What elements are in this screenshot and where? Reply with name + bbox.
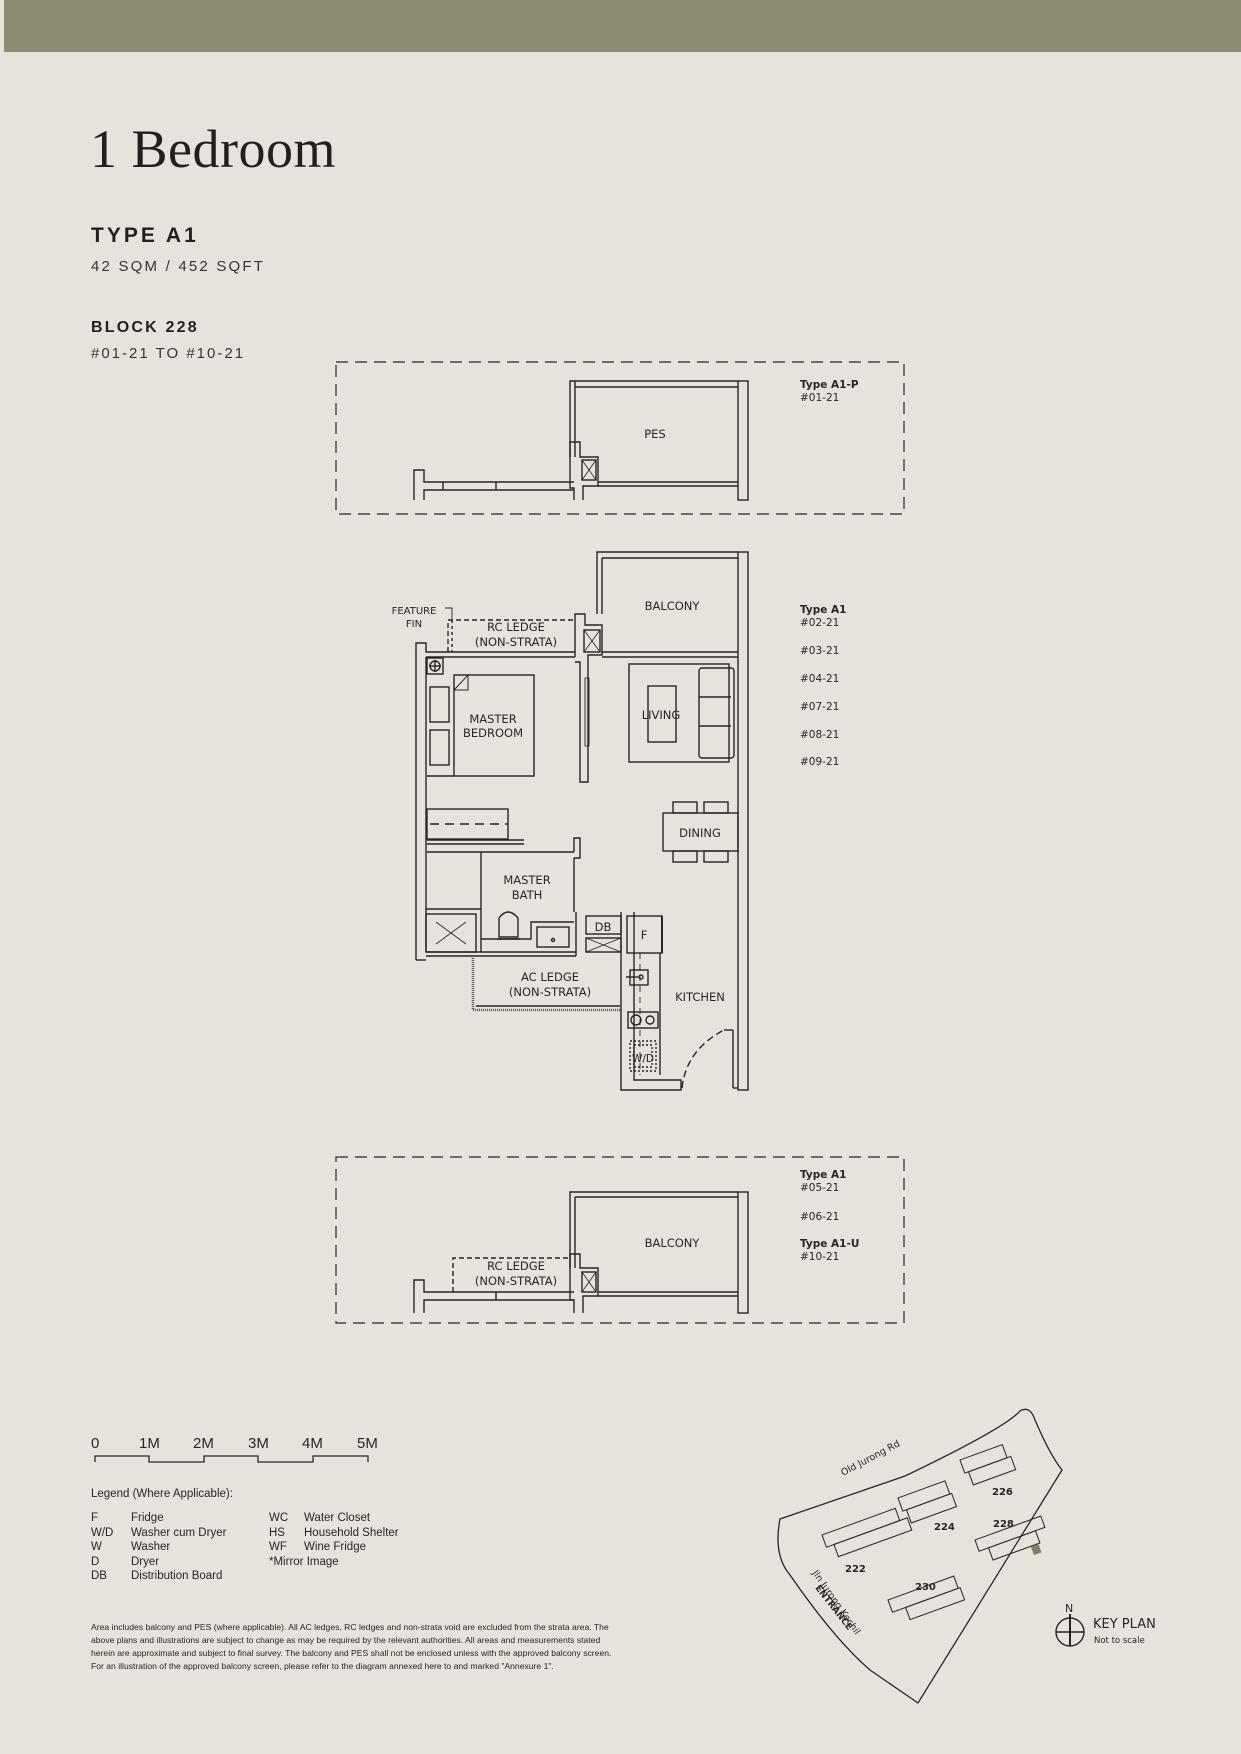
disclaimer-text: Area includes balcony and PES (where app…	[91, 1622, 612, 1671]
db-label: DB	[595, 920, 612, 934]
room-label-master-bedroom-1: MASTER	[469, 712, 516, 726]
block-label-226: 226	[992, 1487, 1013, 1498]
unit-area: 42 SQM / 452 SQFT	[91, 258, 266, 275]
unit-type-title: TYPE A1	[91, 224, 199, 247]
ac-ledge-label-1: AC LEDGE	[521, 970, 579, 984]
variant-a1u-unit: #10-21	[800, 1251, 840, 1263]
block-label-222: 222	[845, 1564, 866, 1575]
block-label-230: 230	[915, 1582, 936, 1593]
ac-ledge-label-2: (NON-STRATA)	[509, 985, 591, 999]
page-edge	[0, 0, 4, 1754]
bottom-room-label-balcony: BALCONY	[645, 1236, 701, 1250]
block-title: BLOCK 228	[91, 319, 199, 336]
room-label-living: LIVING	[642, 708, 681, 722]
variant-a1-label: Type A1 #02-21	[800, 604, 847, 630]
fridge-label: F	[641, 928, 648, 942]
room-label-master-bath-1: MASTER	[503, 873, 550, 887]
variant-bottom-a1-type: Type A1	[800, 1169, 847, 1181]
legend-note: *Mirror Image	[269, 1555, 339, 1568]
block-label-228: 228	[993, 1519, 1014, 1530]
key-plan-subtitle: Not to scale	[1094, 1636, 1145, 1646]
variant-a1-type: Type A1	[800, 604, 847, 616]
header-bar	[4, 0, 1241, 52]
variant-a1-unit: #04-21	[800, 673, 840, 685]
room-label-master-bath-2: BATH	[512, 888, 543, 902]
variant-a1-unit: #08-21	[800, 729, 840, 741]
variant-a1u-type: Type A1-U	[800, 1238, 860, 1250]
variant-a1-unit: #02-21	[800, 617, 840, 629]
room-label-dining: DINING	[679, 826, 721, 840]
scale-label: 3M	[248, 1435, 269, 1452]
variant-a1p-unit: #01-21	[800, 392, 840, 404]
road-label-old-jurong: Old Jurong Rd	[839, 1438, 902, 1478]
rc-ledge-label-2: (NON-STRATA)	[475, 635, 557, 649]
variant-a1-unit: #03-21	[800, 645, 840, 657]
block-units: #01-21 TO #10-21	[91, 345, 246, 362]
feature-fin-label-2: FIN	[406, 619, 422, 630]
page-title: 1 Bedroom	[90, 119, 336, 179]
variant-a1p-label: Type A1-P #01-21	[800, 379, 859, 405]
variant-a1-unit: #09-21	[800, 756, 840, 768]
north-label: N	[1065, 1602, 1073, 1615]
bottom-rc-ledge-label-1: RC LEDGE	[487, 1259, 545, 1273]
room-label-master-bedroom-2: BEDROOM	[463, 726, 523, 740]
scale-label: 4M	[302, 1435, 323, 1452]
rc-ledge-label-1: RC LEDGE	[487, 620, 545, 634]
legend-title: Legend (Where Applicable):	[91, 1488, 233, 1500]
scale-label: 1M	[139, 1435, 160, 1452]
bottom-rc-ledge-label-2: (NON-STRATA)	[475, 1274, 557, 1288]
variant-a1-unit: #07-21	[800, 701, 840, 713]
scale-label: 0	[91, 1435, 100, 1452]
variant-a1p-type: Type A1-P	[800, 379, 859, 391]
key-plan-title: KEY PLAN	[1093, 1617, 1156, 1632]
variant-bottom-a1-label: Type A1 #05-21	[800, 1169, 847, 1195]
key-plan-blocks	[821, 1443, 1046, 1621]
variant-a1u-label: Type A1-U #10-21	[800, 1238, 859, 1264]
scale-label: 5M	[357, 1435, 378, 1452]
room-label-kitchen: KITCHEN	[675, 990, 725, 1004]
variant-bottom-frame	[335, 1156, 905, 1324]
room-label-pes: PES	[644, 427, 666, 441]
block-label-224: 224	[934, 1522, 955, 1533]
room-label-balcony: BALCONY	[645, 599, 701, 613]
key-plan-highlight-unit	[1030, 1543, 1042, 1556]
washer-dryer-label: W/D	[632, 1053, 654, 1065]
variant-bottom-a1-unit: #05-21	[800, 1182, 840, 1194]
scale-label: 2M	[193, 1435, 214, 1452]
feature-fin-label-1: FEATURE	[392, 606, 437, 617]
variant-bottom-a1-unit: #06-21	[800, 1211, 840, 1223]
